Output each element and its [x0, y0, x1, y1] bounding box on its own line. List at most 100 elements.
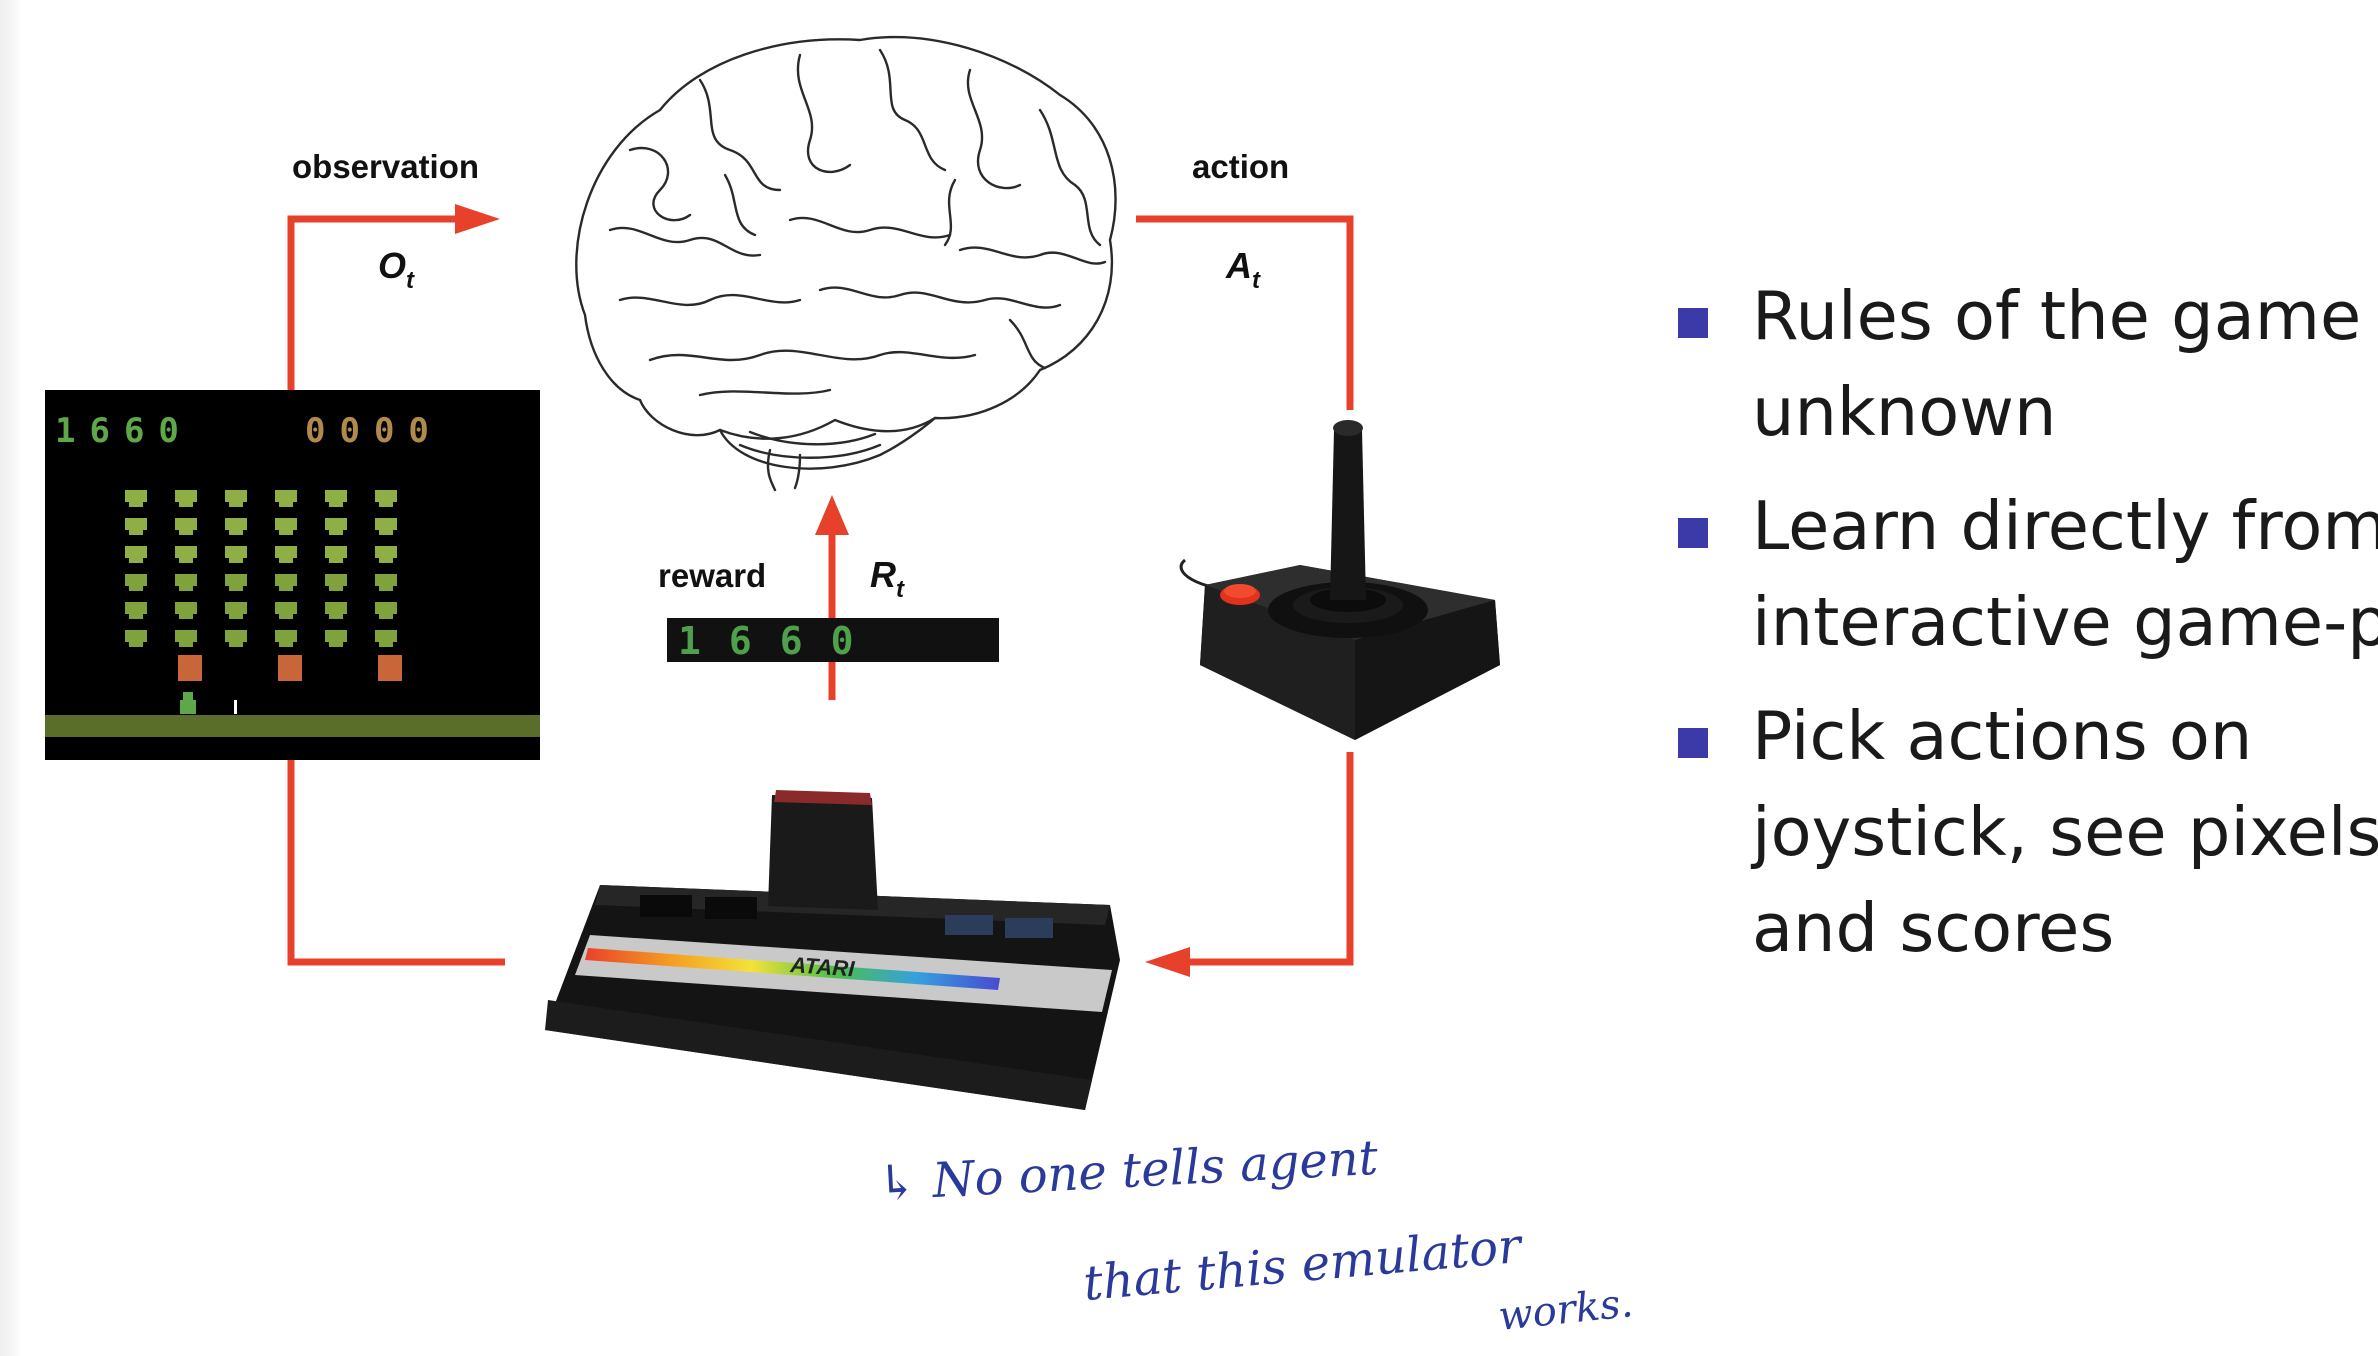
invader-sprite	[225, 602, 247, 614]
bullet-2-line-1: Learn directly from	[1752, 487, 2378, 565]
bullet-1-line-2: unknown	[1752, 373, 2057, 451]
invader-sprite	[325, 518, 347, 530]
console-brand: ATARI	[789, 952, 856, 982]
invader-sprite	[175, 630, 197, 642]
bullet-item: Rules of the game a unknown	[1678, 268, 2378, 460]
invaders-grid	[125, 490, 402, 681]
invader-sprite	[125, 518, 147, 530]
invader-sprite-legs	[179, 530, 193, 535]
joystick-to-console-arrow	[1175, 752, 1354, 966]
joystick-icon	[1179, 420, 1500, 740]
invader-sprite-legs	[229, 558, 243, 563]
reward-label: reward	[658, 557, 766, 594]
invader-sprite	[325, 546, 347, 558]
bullet-marker	[1678, 308, 1708, 338]
invader-sprite-legs	[179, 614, 193, 619]
invader-sprite	[225, 490, 247, 502]
invader-sprite-legs	[129, 586, 143, 591]
invader-sprite	[175, 574, 197, 586]
action-symbol: At	[1225, 245, 1261, 294]
screen-score-left: 1660	[55, 411, 193, 451]
invader-sprite	[375, 602, 397, 614]
invader-sprite-legs	[229, 586, 243, 591]
invader-sprite	[225, 630, 247, 642]
invader-sprite	[375, 574, 397, 586]
invader-sprite-legs	[279, 530, 293, 535]
bullet-item: Learn directly from interactive game-pla	[1678, 478, 2378, 670]
bullet-3-line-1: Pick actions on	[1752, 697, 2253, 775]
bullet-3-line-2: joystick, see pixels	[1752, 793, 2378, 871]
shield-bunker	[178, 655, 202, 681]
invader-sprite	[325, 490, 347, 502]
console-to-screen-line	[287, 760, 505, 966]
invader-sprite	[375, 630, 397, 642]
bullet-3-line-3: and scores	[1752, 889, 2115, 967]
invader-sprite	[175, 490, 197, 502]
invader-sprite-legs	[279, 614, 293, 619]
space-invaders-screen: 1660 0000	[45, 390, 540, 760]
invader-sprite-legs	[129, 614, 143, 619]
reward-display-value: 1660	[678, 619, 882, 663]
invader-sprite-legs	[129, 642, 143, 647]
invader-sprite	[175, 546, 197, 558]
invader-sprite-legs	[229, 642, 243, 647]
invader-sprite	[175, 518, 197, 530]
bullet-list: Rules of the game a unknown Learn direct…	[1678, 268, 2378, 994]
invader-sprite	[375, 546, 397, 558]
invader-sprite	[225, 574, 247, 586]
invader-sprite	[225, 518, 247, 530]
note-line-2: that this emulator	[1081, 1218, 1526, 1312]
invader-sprite	[375, 518, 397, 530]
invader-sprite-legs	[379, 586, 393, 591]
invader-sprite-legs	[229, 614, 243, 619]
observation-label: observation	[292, 148, 479, 185]
bullet-marker	[1678, 518, 1708, 548]
reward-score-display: 1660	[667, 618, 999, 663]
invader-sprite-legs	[329, 642, 343, 647]
loop-arrows	[287, 204, 1354, 977]
invader-sprite	[325, 630, 347, 642]
bullet-marker	[1678, 728, 1708, 758]
invader-sprite	[275, 490, 297, 502]
invader-sprite-legs	[279, 586, 293, 591]
shield-bunker	[278, 655, 302, 681]
invader-sprite	[125, 630, 147, 642]
invader-sprite	[325, 602, 347, 614]
invader-sprite	[125, 546, 147, 558]
action-arrow	[1136, 215, 1354, 410]
handwritten-note: ↳ No one tells agent that this emulator …	[876, 1130, 1636, 1340]
invader-sprite-legs	[279, 558, 293, 563]
note-line-3: works.	[1496, 1280, 1635, 1340]
invader-sprite-legs	[329, 614, 343, 619]
invader-sprite-legs	[179, 586, 193, 591]
shield-bunker	[378, 655, 402, 681]
invader-sprite-legs	[179, 502, 193, 507]
bullet-2-line-2: interactive game-pla	[1752, 583, 2378, 661]
left-edge-shade	[0, 0, 22, 1356]
reward-symbol: Rt	[870, 554, 905, 603]
atari-console-icon: ATARI	[545, 790, 1120, 1110]
bullet-item: Pick actions on joystick, see pixels and…	[1678, 688, 2378, 976]
screen-score-right: 0000	[305, 411, 443, 451]
invader-sprite-legs	[379, 614, 393, 619]
bullet-1-line-1: Rules of the game a	[1752, 277, 2378, 355]
invader-sprite-legs	[179, 558, 193, 563]
invader-sprite-legs	[329, 502, 343, 507]
invader-sprite-legs	[129, 530, 143, 535]
invader-sprite	[325, 574, 347, 586]
invader-sprite-legs	[379, 502, 393, 507]
invader-sprite	[125, 490, 147, 502]
invader-sprite	[375, 490, 397, 502]
invader-sprite	[275, 630, 297, 642]
invader-sprite-legs	[129, 502, 143, 507]
invader-sprite-legs	[379, 530, 393, 535]
invader-sprite	[225, 546, 247, 558]
action-label: action	[1192, 148, 1289, 185]
invader-sprite	[275, 518, 297, 530]
invader-sprite-legs	[229, 530, 243, 535]
note-line-1: ↳ No one tells agent	[876, 1130, 1380, 1212]
invader-sprite	[125, 602, 147, 614]
invader-sprite	[175, 602, 197, 614]
